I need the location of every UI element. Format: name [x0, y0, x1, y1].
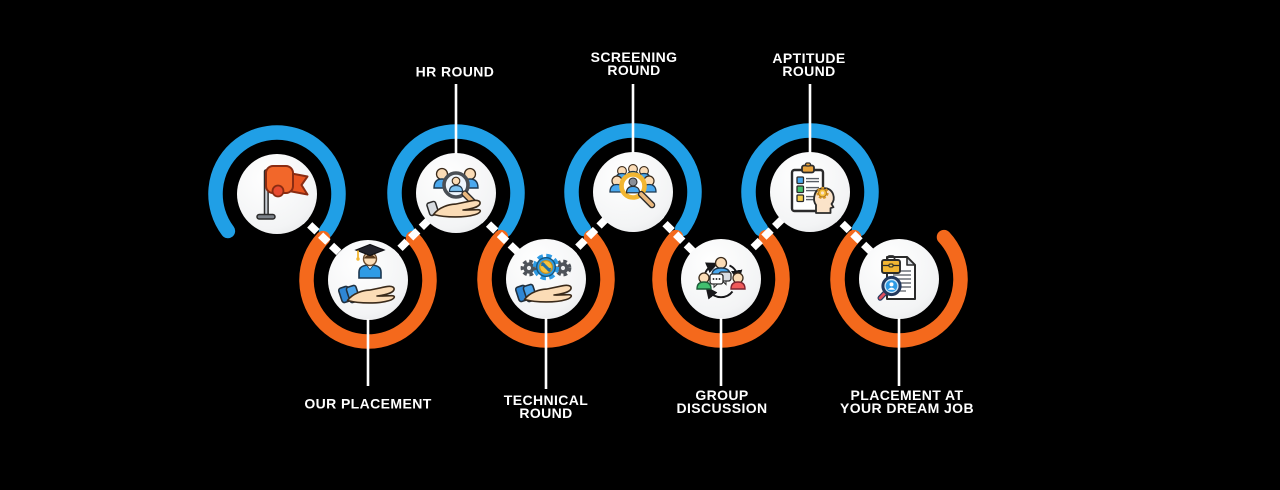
- label-hr-round: HR ROUND: [415, 63, 495, 80]
- ring-step-1: [208, 125, 346, 239]
- label-aptitude-round: APTITUDE ROUND: [772, 50, 846, 79]
- checklist-head-gear-icon: [790, 162, 835, 214]
- label-our-placement: OUR PLACEMENT: [304, 395, 432, 412]
- label-pointer-lines: [366, 84, 901, 389]
- graduate-hand-icon: [337, 243, 396, 304]
- flag-icon: [256, 165, 309, 220]
- label-screening-round: SCREENING ROUND: [590, 49, 678, 78]
- label-technical-round: TECHNICAL ROUND: [503, 392, 589, 421]
- resume-magnifier-icon: [877, 255, 916, 301]
- label-placement-dream-job: PLACEMENT AT YOUR DREAM JOB: [840, 387, 974, 416]
- gears-hand-icon: [514, 253, 573, 303]
- discussion-people-icon: [696, 256, 746, 300]
- step-disc: [506, 239, 586, 319]
- hr-search-hand-icon: [426, 167, 482, 218]
- label-group-discussion: GROUP DISCUSSION: [676, 387, 768, 416]
- crowd-magnifier-icon: [609, 164, 657, 209]
